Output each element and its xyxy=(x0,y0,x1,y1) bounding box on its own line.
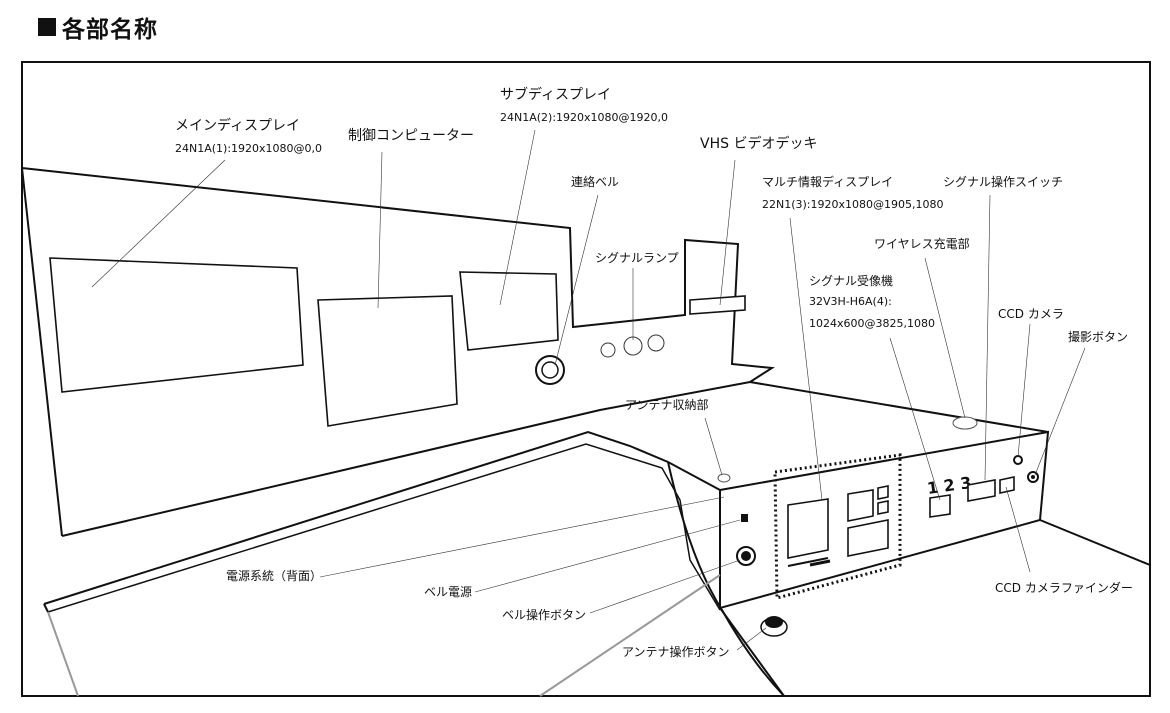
label-vhs-deck: VHS ビデオデッキ xyxy=(700,135,817,152)
contact-bell-inner xyxy=(541,361,559,379)
antenna-storage xyxy=(717,473,731,483)
label-main-display: メインディスプレイ xyxy=(175,117,300,134)
ccd-camera xyxy=(1013,455,1023,465)
leader-lines xyxy=(91,129,1086,651)
signal-lamp-1 xyxy=(600,342,616,358)
label-sub-display: サブディスプレイ xyxy=(500,86,611,103)
desk-front-edge xyxy=(43,430,721,605)
multi-panel-outline xyxy=(773,453,902,600)
desk-front-edge-lower xyxy=(47,443,721,613)
floor-line-left xyxy=(47,611,79,697)
label-ccd-finder: CCD カメラファインダー xyxy=(995,580,1133,595)
label-signal-switch: シグナル操作スイッチ xyxy=(943,174,1063,189)
wireless-charger xyxy=(952,416,978,430)
signal-receiver-top xyxy=(847,489,874,522)
signal-receiver-btn-1 xyxy=(877,485,889,500)
label-signal-lamp: シグナルランプ xyxy=(595,251,679,265)
section-heading: 各部名称 xyxy=(38,10,158,44)
multi-info-display xyxy=(787,498,829,559)
control-computer xyxy=(317,295,458,427)
signal-switch xyxy=(967,479,996,502)
label-ccd-camera: CCD カメラ xyxy=(998,307,1064,321)
label-contact-bell: 連絡ベル xyxy=(571,174,619,189)
vhs-deck xyxy=(689,295,746,315)
sub-display xyxy=(459,271,559,351)
label-main-display-spec: 24N1A(1):1920x1080@0,0 xyxy=(175,142,322,155)
label-control-pc: 制御コンピューター xyxy=(348,128,474,144)
desk-back-edge xyxy=(61,380,1049,537)
multi-display-slot-2 xyxy=(809,559,831,567)
label-signal-receiver: シグナル受像機 xyxy=(809,273,893,288)
main-display xyxy=(49,257,304,393)
section-title: 各部名称 xyxy=(62,17,158,43)
shoot-button-core xyxy=(1031,475,1035,479)
signal-receiver-screen xyxy=(847,519,889,557)
bell-button-core xyxy=(741,551,751,561)
label-bell-power: ベル電源 xyxy=(424,585,472,599)
square-bullet-icon xyxy=(38,18,56,36)
desk-left-cap xyxy=(43,603,49,613)
label-sub-display-spec: 24N1A(2):1920x1080@1920,0 xyxy=(500,111,668,124)
wall-left-edge xyxy=(21,167,63,537)
label-multi-display-spec: 22N1(3):1920x1080@1905,1080 xyxy=(762,198,944,211)
label-power-system: 電源系統（背面） xyxy=(226,569,322,583)
bell-power-switch xyxy=(741,514,748,522)
label-signal-receiver-spec1: 32V3H-H6A(4): xyxy=(809,295,892,308)
cabinet-bottom xyxy=(719,607,785,697)
diagram-frame xyxy=(21,61,1151,697)
signal-switch-box xyxy=(929,494,951,518)
label-wireless-charger: ワイヤレス充電部 xyxy=(874,236,970,251)
label-bell-button: ベル操作ボタン xyxy=(502,607,586,622)
ccd-finder xyxy=(999,476,1015,494)
cabinet-side xyxy=(1039,519,1151,566)
label-shoot-button: 撮影ボタン xyxy=(1068,330,1128,344)
label-antenna-button: アンテナ操作ボタン xyxy=(622,644,730,659)
floor-line-mid xyxy=(539,574,721,697)
multi-display-slot-1 xyxy=(787,557,829,567)
label-signal-receiver-spec2: 1024x600@3825,1080 xyxy=(809,317,935,330)
label-multi-display: マルチ情報ディスプレイ xyxy=(762,174,893,189)
signal-lamp-3 xyxy=(647,334,665,352)
antenna-button xyxy=(765,616,783,628)
signal-receiver-btn-2 xyxy=(877,500,889,515)
label-antenna-storage: アンテナ収納部 xyxy=(625,397,709,412)
back-wall xyxy=(21,167,775,383)
